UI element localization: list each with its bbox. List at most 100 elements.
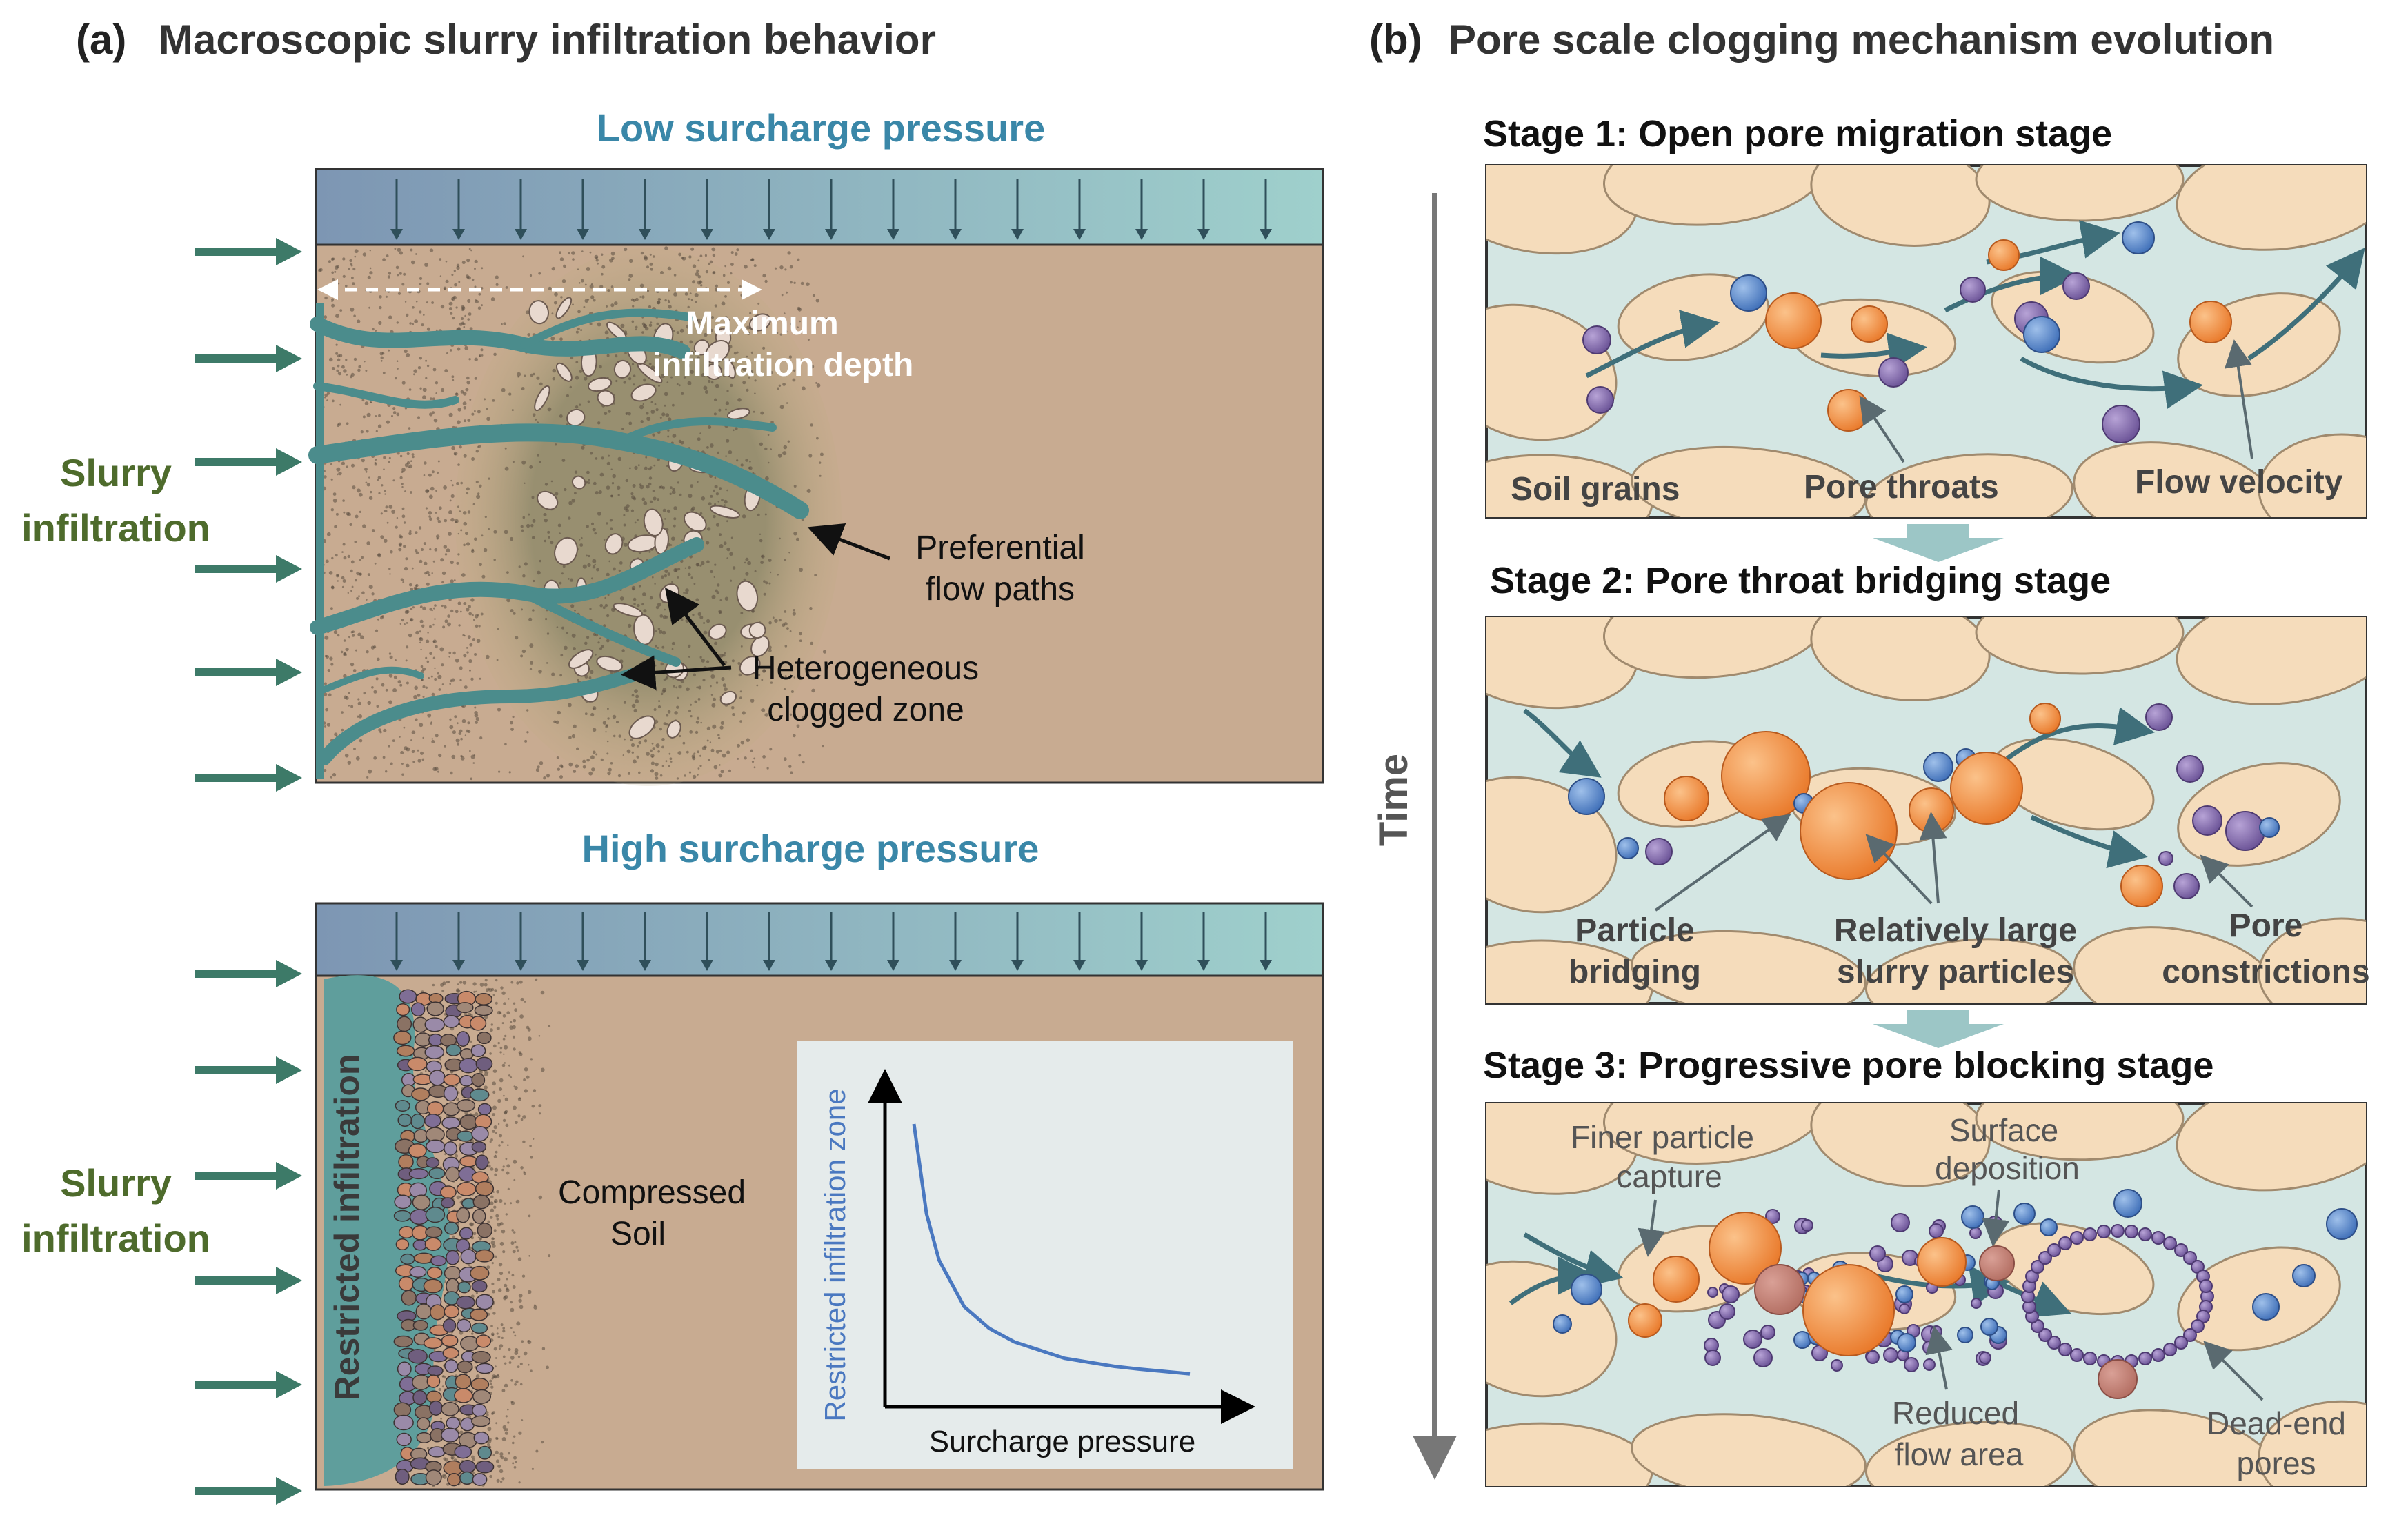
soil-speckle xyxy=(754,379,757,382)
soil-speckle xyxy=(593,632,597,636)
soil-speckle xyxy=(564,488,567,492)
soil-speckle xyxy=(657,297,661,301)
soil-speckle xyxy=(819,461,822,464)
soil-speckle xyxy=(781,661,784,664)
soil-speckle xyxy=(513,1002,516,1005)
soil-speckle xyxy=(399,736,401,738)
soil-speckle xyxy=(672,434,677,438)
soil-speckle xyxy=(603,539,606,541)
soil-speckle xyxy=(444,1458,448,1462)
soil-speckle xyxy=(599,637,601,639)
soil-speckle xyxy=(499,1198,503,1203)
filter-cake-pebble xyxy=(441,1334,459,1347)
soil-speckle xyxy=(714,304,717,308)
soil-speckle xyxy=(697,437,701,441)
soil-speckle xyxy=(331,303,335,308)
soil-speckle xyxy=(479,983,484,987)
soil-speckle xyxy=(499,1480,503,1483)
soil-speckle xyxy=(690,715,693,718)
soil-speckle xyxy=(496,1332,499,1335)
soil-speckle xyxy=(463,511,467,515)
soil-speckle xyxy=(654,583,656,585)
soil-speckle xyxy=(668,305,672,309)
soil-speckle xyxy=(757,513,760,516)
soil-speckle xyxy=(422,736,424,739)
soil-speckle xyxy=(588,771,593,776)
soil-speckle xyxy=(490,1167,494,1171)
soil-speckle xyxy=(519,980,523,984)
soil-speckle xyxy=(501,991,506,995)
soil-speckle xyxy=(646,265,649,269)
soil-speckle xyxy=(415,583,419,588)
purple-particle xyxy=(1645,838,1673,865)
soil-speckle xyxy=(701,496,706,501)
panel-b-tag: (b) xyxy=(1369,17,1422,63)
soil-speckle xyxy=(510,609,514,613)
soil-speckle xyxy=(402,581,405,583)
soil-speckle xyxy=(498,1263,503,1267)
soil-speckle xyxy=(699,432,701,434)
filter-cake-pebble xyxy=(459,1471,475,1485)
soil-speckle xyxy=(646,661,650,665)
surcharge-arrowhead xyxy=(887,960,899,971)
surcharge-arrowhead xyxy=(949,229,962,240)
soil-speckle xyxy=(782,383,786,386)
soil-speckle xyxy=(690,484,694,488)
soil-speckle xyxy=(501,1389,506,1392)
soil-speckle xyxy=(330,663,334,666)
filter-cake-pebble xyxy=(459,1460,476,1474)
soil-speckle xyxy=(822,650,827,654)
soil-speckle xyxy=(784,675,787,678)
soil-speckle xyxy=(648,550,651,553)
soil-speckle xyxy=(392,479,395,482)
filter-cake-pebble xyxy=(471,1072,486,1087)
soil-speckle xyxy=(677,568,681,571)
soil-speckle xyxy=(325,559,329,563)
filter-cake-pebble xyxy=(444,1265,461,1281)
surcharge-arrowhead xyxy=(639,960,651,971)
filter-cake-pebble xyxy=(446,1250,460,1265)
gravel-clast xyxy=(709,505,740,519)
gravel-clast xyxy=(571,475,586,490)
soil-speckle xyxy=(358,595,360,598)
soil-speckle xyxy=(797,326,799,329)
gravel-clast xyxy=(628,715,656,739)
flow-channels xyxy=(308,308,809,765)
soil-speckle xyxy=(598,490,602,494)
soil-speckle xyxy=(646,360,648,362)
soil-speckle xyxy=(456,989,461,993)
soil-speckle xyxy=(541,1441,544,1444)
soil-speckle xyxy=(519,1052,523,1056)
dead-end-label-1: Dead-end xyxy=(2207,1405,2346,1441)
stage-transition-arrow-1 xyxy=(1873,524,2004,562)
soil-speckle xyxy=(639,483,642,486)
soil-speckle xyxy=(419,630,421,633)
soil-speckle xyxy=(753,264,757,268)
soil-speckle xyxy=(660,662,664,666)
soil-speckle xyxy=(468,1265,470,1267)
soil-speckle xyxy=(704,254,707,257)
soil-speckle xyxy=(459,322,463,326)
soil-speckle xyxy=(778,619,782,622)
soil-speckle xyxy=(572,303,574,306)
soil-speckle xyxy=(784,330,788,334)
soil-speckle xyxy=(346,422,349,425)
soil-speckle xyxy=(506,571,509,574)
soil-speckle xyxy=(449,499,452,502)
soil-speckle xyxy=(764,713,768,717)
soil-speckle xyxy=(599,472,604,477)
soil-speckle xyxy=(521,387,525,391)
soil-speckle xyxy=(365,370,368,372)
soil-speckle xyxy=(491,1244,496,1248)
soil-speckle xyxy=(653,496,657,501)
soil-speckle xyxy=(437,520,441,523)
soil-speckle xyxy=(501,1456,504,1460)
filter-cake-pebble xyxy=(428,1400,444,1416)
soil-speckle xyxy=(726,547,730,552)
soil-speckle xyxy=(395,377,397,380)
soil-speckle xyxy=(377,424,382,428)
soil-speckle xyxy=(324,769,327,772)
soil-speckle xyxy=(472,762,475,764)
soil-speckle xyxy=(575,361,579,364)
soil-speckle xyxy=(793,676,796,679)
